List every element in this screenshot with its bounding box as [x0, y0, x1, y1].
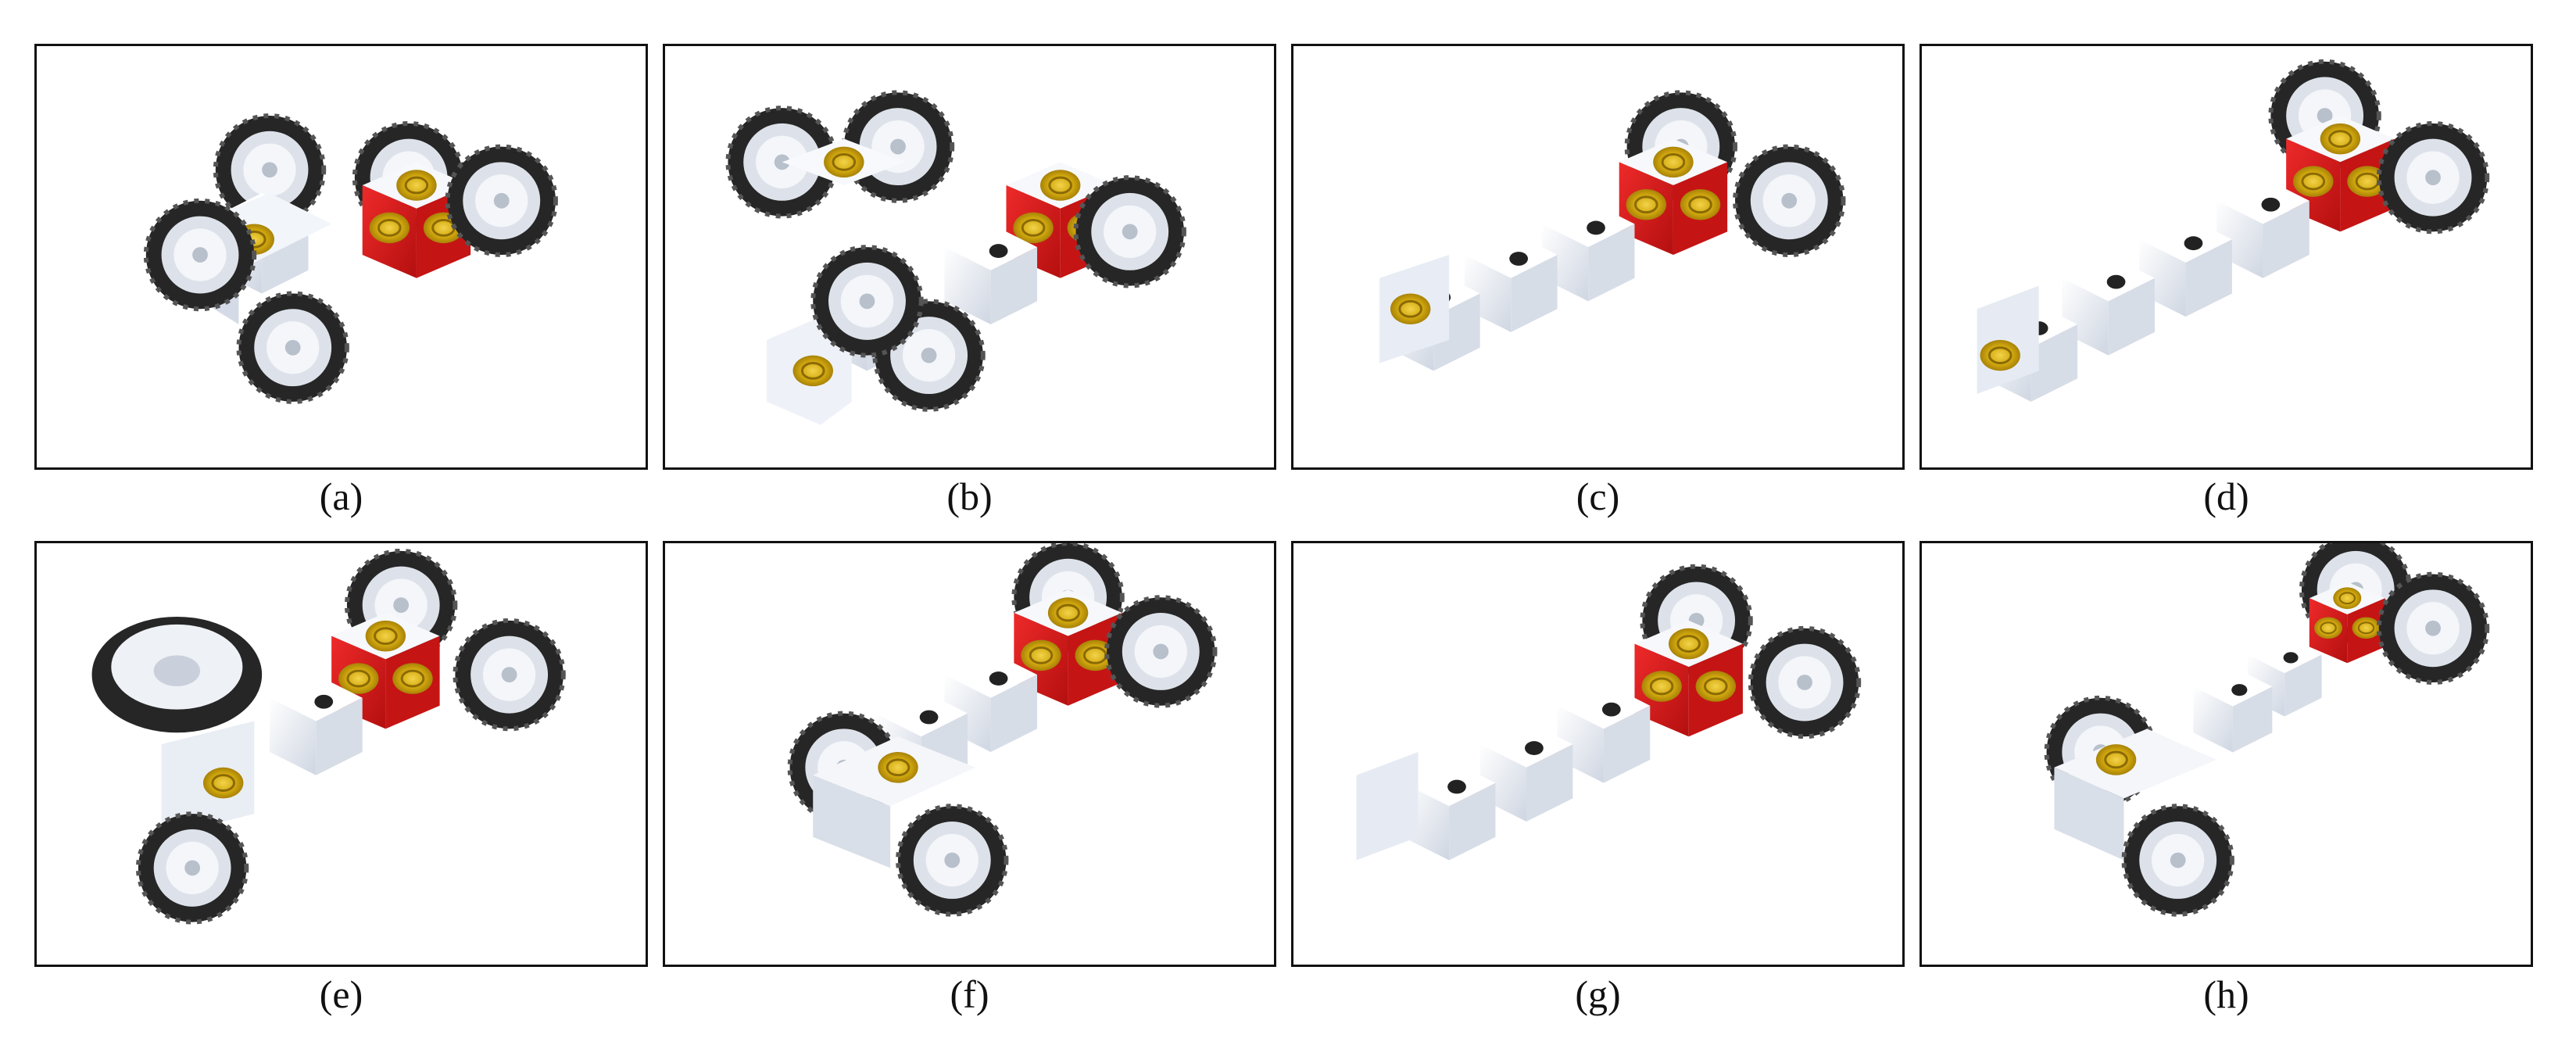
- caption-b: (b): [946, 474, 993, 518]
- robot-render: [665, 46, 1274, 425]
- robot-render: [1356, 543, 1902, 861]
- robot-render: [91, 543, 646, 965]
- caption-e: (e): [319, 972, 363, 1016]
- caption-g: (g): [1575, 972, 1621, 1016]
- panel-h: [1919, 541, 2533, 967]
- panel-e: [34, 541, 648, 967]
- panel-a: [34, 44, 648, 470]
- caption-h: (h): [2203, 972, 2249, 1016]
- robot-render: [1379, 46, 1902, 371]
- robot-render: [1977, 46, 2531, 402]
- panel-d: [1919, 44, 2533, 470]
- panel-b: [663, 44, 1276, 470]
- caption-a: (a): [319, 474, 363, 518]
- robot-render: [665, 543, 1274, 965]
- panel-c: [1291, 44, 1905, 470]
- robot-render: [1922, 543, 2531, 965]
- panel-f: [663, 541, 1276, 967]
- caption-f: (f): [950, 972, 989, 1016]
- caption-d: (d): [2203, 474, 2249, 518]
- caption-c: (c): [1576, 474, 1620, 518]
- panel-g: [1291, 541, 1905, 967]
- robot-render: [37, 46, 646, 467]
